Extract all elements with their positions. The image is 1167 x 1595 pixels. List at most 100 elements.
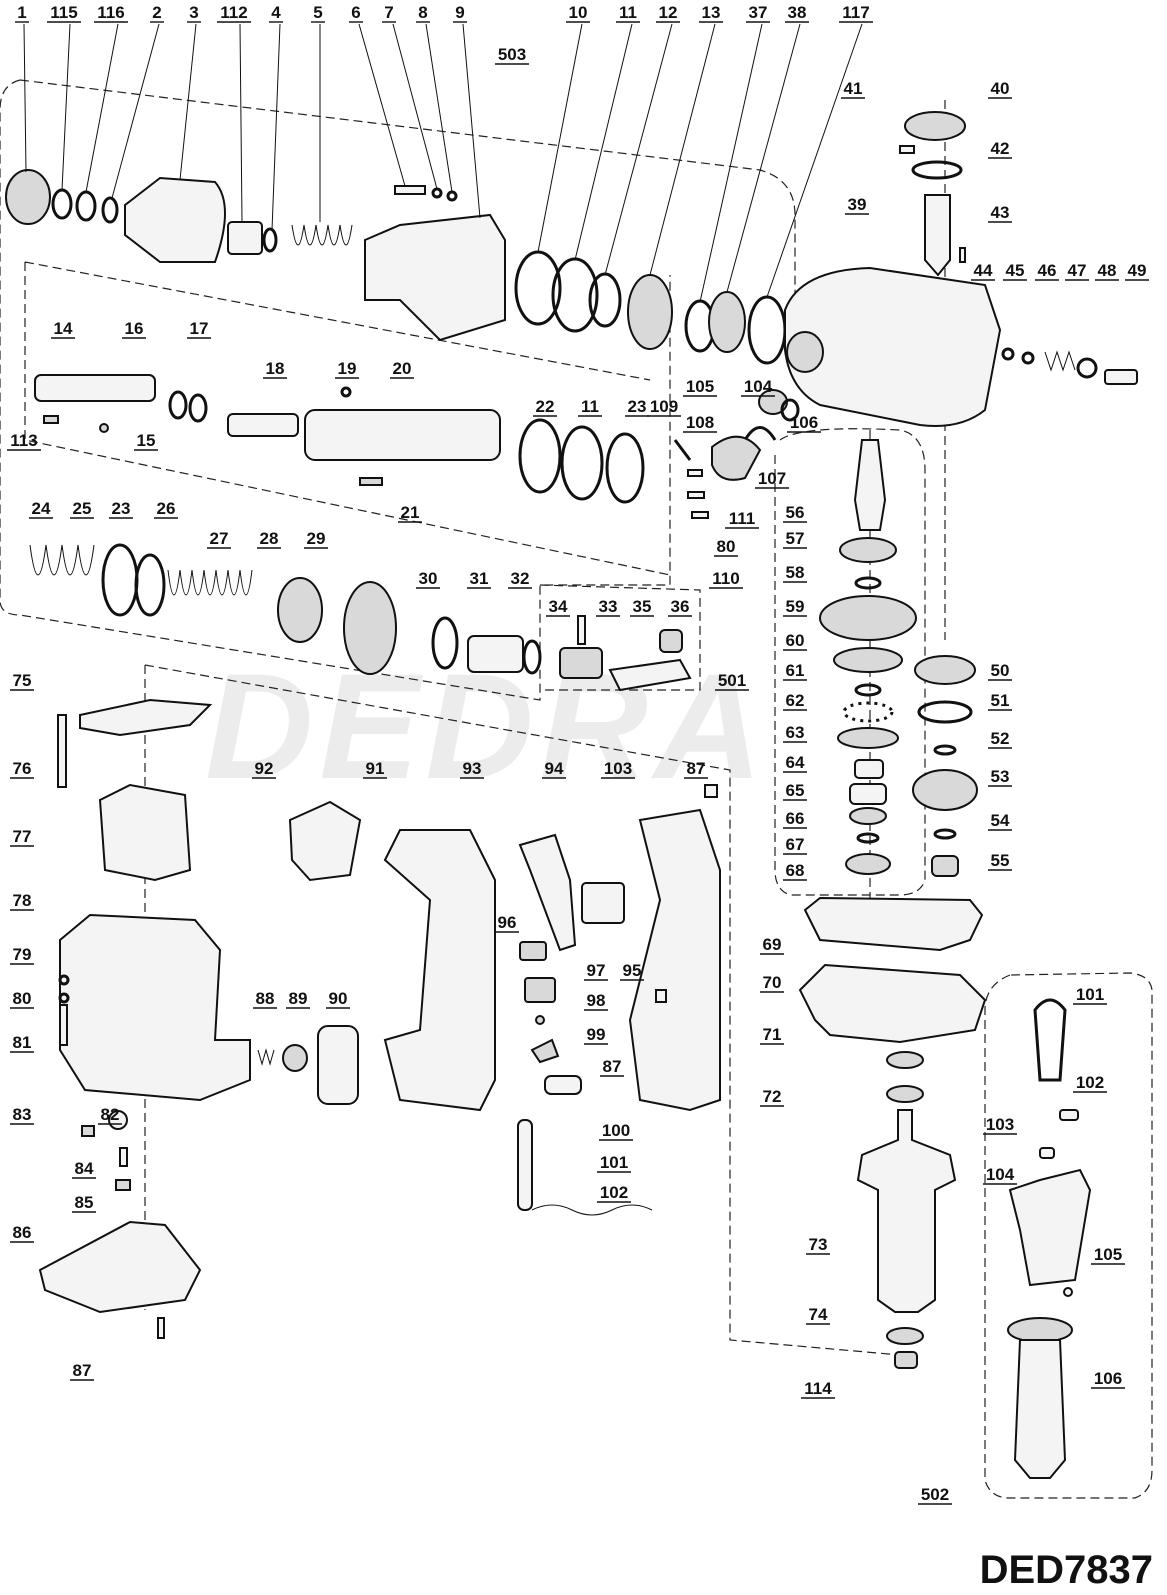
- part-number: 80: [13, 989, 32, 1008]
- part-label: 21: [398, 503, 422, 523]
- part-label: 115: [47, 3, 81, 23]
- part-number: 15: [137, 431, 156, 450]
- part-number: 116: [97, 3, 124, 22]
- part-20-spindle-tube: [304, 409, 501, 461]
- part-23b-ring: [134, 553, 166, 617]
- part-18-striker: [227, 413, 299, 437]
- part-label: 9: [453, 3, 467, 23]
- part-72-bearing: [886, 1085, 924, 1103]
- part-label: 75: [10, 671, 34, 691]
- part-2-ring: [101, 196, 119, 224]
- part-label: 4: [269, 3, 283, 23]
- part-117-gasket: [747, 295, 787, 365]
- part-number: 95: [623, 961, 642, 980]
- part-label: 64: [783, 753, 807, 773]
- part-label: 48: [1095, 261, 1119, 281]
- part-label: 39: [845, 195, 869, 215]
- part-number: 63: [786, 723, 805, 742]
- part-61-ring: [854, 683, 882, 697]
- part-number: 18: [266, 359, 285, 378]
- part-label: 53: [988, 767, 1012, 787]
- spindle-row-parts: [34, 374, 645, 504]
- part-13-bearing: [627, 274, 673, 350]
- part-label: 87: [600, 1057, 624, 1077]
- part-number: 78: [13, 891, 32, 910]
- part-70-gear-cover: [798, 963, 987, 1044]
- part-label: 23: [109, 499, 133, 519]
- part-9-cylinder-housing: [364, 213, 506, 342]
- part-label: 107: [755, 469, 789, 489]
- part-number: 37: [749, 3, 768, 22]
- part-label: 40: [988, 79, 1012, 99]
- part-label: 90: [326, 989, 350, 1009]
- part-label: 80: [10, 989, 34, 1009]
- part-74-bearing: [886, 1327, 924, 1345]
- part-66-bearing: [849, 807, 887, 825]
- part-number: 7: [384, 3, 393, 22]
- part-number: 86: [13, 1223, 32, 1242]
- part-label: 42: [988, 139, 1012, 159]
- part-number: 82: [101, 1105, 120, 1124]
- part-number: 101: [1076, 985, 1104, 1004]
- part-number: 52: [991, 729, 1010, 748]
- part-label: 116: [94, 3, 128, 23]
- part-label: 33: [596, 597, 620, 617]
- part-label: 111: [725, 509, 759, 529]
- part-number: 30: [419, 569, 438, 588]
- part-24-spring: [29, 544, 95, 576]
- part-label: 20: [390, 359, 414, 379]
- part-98-screw: [535, 1015, 545, 1025]
- part-55-bearing: [931, 855, 959, 877]
- part-number: 106: [790, 413, 818, 432]
- part-label: 76: [10, 759, 34, 779]
- part-115-ring: [51, 188, 73, 220]
- part-64-spacer: [854, 759, 884, 779]
- part-label: 15: [134, 431, 158, 451]
- part-85-clip: [115, 1179, 131, 1191]
- part-label: 83: [10, 1105, 34, 1125]
- part-106-aux-grip: [1013, 1339, 1067, 1479]
- part-label: 55: [988, 851, 1012, 871]
- top-row-parts: [5, 169, 787, 365]
- part-label: 19: [335, 359, 359, 379]
- part-number: 5: [313, 3, 322, 22]
- part-58-washer: [854, 576, 882, 590]
- part-label: 105: [1091, 1245, 1125, 1265]
- part-label: 92: [252, 759, 276, 779]
- part-5-spring: [291, 224, 353, 246]
- part-number: 91: [366, 759, 385, 778]
- part-number: 113: [10, 431, 37, 450]
- part-number: 23: [628, 397, 647, 416]
- part-77-stator: [98, 783, 192, 882]
- model-code: DED7837: [979, 1548, 1153, 1592]
- part-label: 44: [971, 261, 995, 281]
- part-label: 43: [988, 203, 1012, 223]
- part-32-o-ring: [522, 639, 542, 675]
- part-number: 87: [603, 1057, 622, 1076]
- part-label: 101: [1073, 985, 1107, 1005]
- part-label: 11: [616, 3, 640, 23]
- part-label: 29: [304, 529, 328, 549]
- part-110-screw: [691, 511, 709, 519]
- part-51-circlip: [917, 700, 973, 724]
- part-number: 61: [786, 661, 805, 680]
- part-16-o-ring: [168, 390, 188, 420]
- part-number: 28: [260, 529, 279, 548]
- motor-housing-parts: [38, 698, 362, 1339]
- part-103-handle-half: [628, 808, 721, 1112]
- part-number: 87: [73, 1361, 92, 1380]
- part-label: 14: [51, 319, 75, 339]
- part-label: 30: [416, 569, 440, 589]
- part-90-grip-insert: [317, 1025, 359, 1105]
- gear-stack-parts: [819, 439, 978, 877]
- part-number: 102: [1076, 1073, 1104, 1092]
- part-label: 106: [1091, 1369, 1125, 1389]
- leader-lines: [23, 23, 863, 303]
- part-30-o-ring: [431, 616, 459, 670]
- part-label: 28: [257, 529, 281, 549]
- part-label: 117: [839, 3, 873, 23]
- part-number: 104: [744, 377, 773, 396]
- part-number: 103: [986, 1115, 1014, 1134]
- part-label: 22: [533, 397, 557, 417]
